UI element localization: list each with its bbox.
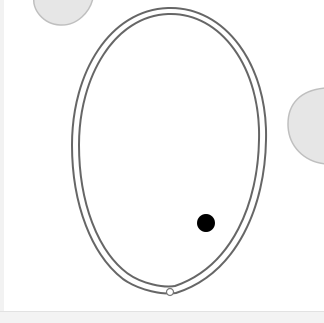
filled-dot-icon: [197, 214, 215, 232]
oval-ring-outer: [72, 8, 266, 294]
ring-seam-node: [167, 289, 174, 296]
oval-ring-icon: [72, 8, 266, 296]
blob-right: [288, 88, 324, 164]
oval-ring-inner: [79, 14, 259, 287]
blob-top-left: [34, 0, 93, 25]
